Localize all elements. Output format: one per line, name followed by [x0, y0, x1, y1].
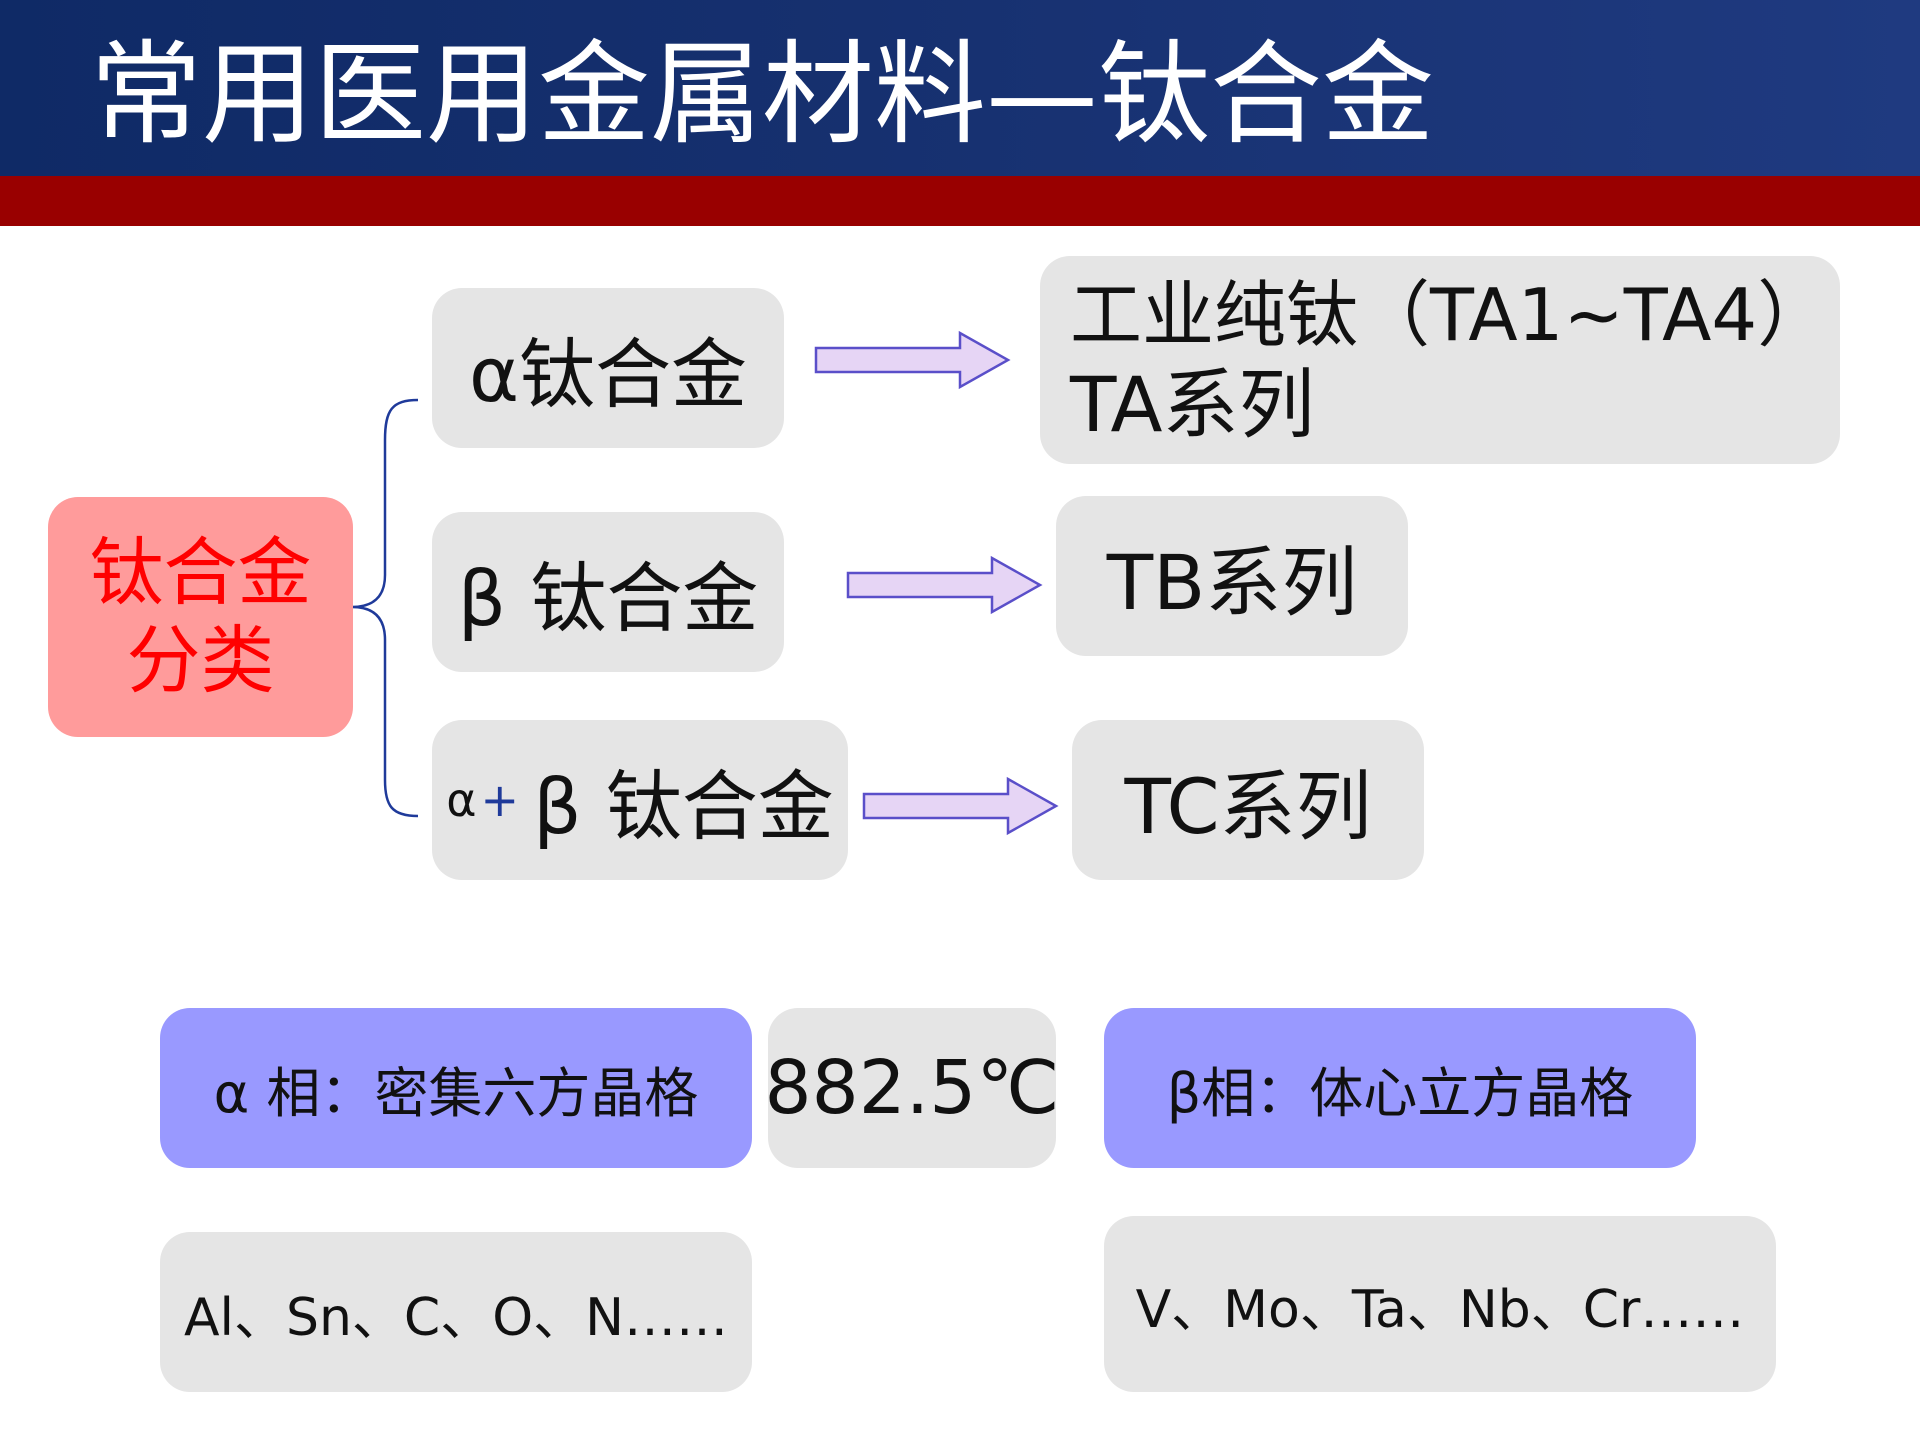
arrow-beta — [846, 555, 1043, 615]
tb-series-label: TB系列 — [1106, 538, 1358, 627]
beta-stabilizers-box: V、Mo、Ta、Nb、Cr…… — [1104, 1216, 1776, 1392]
ta-series-line1: 工业纯钛（TA1~TA4） — [1070, 273, 1830, 357]
arrow-alpha — [814, 330, 1011, 390]
title-underline-band — [0, 176, 1920, 226]
tc-series-box: TC系列 — [1072, 720, 1424, 880]
arrow-alpha-beta — [862, 776, 1059, 836]
alpha-phase-box: α 相：密集六方晶格 — [160, 1008, 752, 1168]
plus-sign: + — [480, 773, 520, 827]
root-label-line2: 分类 — [126, 618, 275, 704]
alpha-stabilizers-box: Al、Sn、C、O、N…… — [160, 1232, 752, 1392]
alpha-beta-alloy-box: α + β 钛合金 — [432, 720, 848, 880]
beta-stabilizers-label: V、Mo、Ta、Nb、Cr…… — [1135, 1279, 1745, 1340]
title-bar: 常用医用金属材料—钛合金 — [0, 0, 1920, 176]
ta-series-line2: TA系列 — [1070, 360, 1315, 449]
ta-series-box: 工业纯钛（TA1~TA4） TA系列 — [1040, 256, 1840, 464]
alpha-alloy-label: α钛合金 — [468, 330, 748, 419]
tb-series-box: TB系列 — [1056, 496, 1408, 656]
titanium-alloy-classification-box: 钛合金 分类 — [48, 497, 353, 737]
root-label-line1: 钛合金 — [89, 530, 312, 616]
beta-phase-label: β相：体心立方晶格 — [1166, 1061, 1634, 1125]
alpha-phase-label: α 相：密集六方晶格 — [213, 1061, 699, 1125]
beta-alloy-label: β 钛合金 — [457, 554, 759, 643]
slide-title: 常用医用金属材料—钛合金 — [90, 30, 1434, 160]
alpha-beta-alloy-label: β 钛合金 — [533, 762, 834, 851]
tc-series-label: TC系列 — [1124, 762, 1372, 851]
alpha-prefix: α — [446, 773, 477, 827]
category-brace — [351, 398, 419, 818]
transition-temperature-box: 882.5℃ — [765, 1008, 1059, 1168]
alpha-stabilizers-label: Al、Sn、C、O、N…… — [183, 1287, 729, 1348]
alpha-alloy-box: α钛合金 — [432, 288, 784, 448]
beta-phase-box: β相：体心立方晶格 — [1104, 1008, 1696, 1168]
beta-alloy-box: β 钛合金 — [432, 512, 784, 672]
transition-temperature-label: 882.5℃ — [764, 1045, 1060, 1131]
